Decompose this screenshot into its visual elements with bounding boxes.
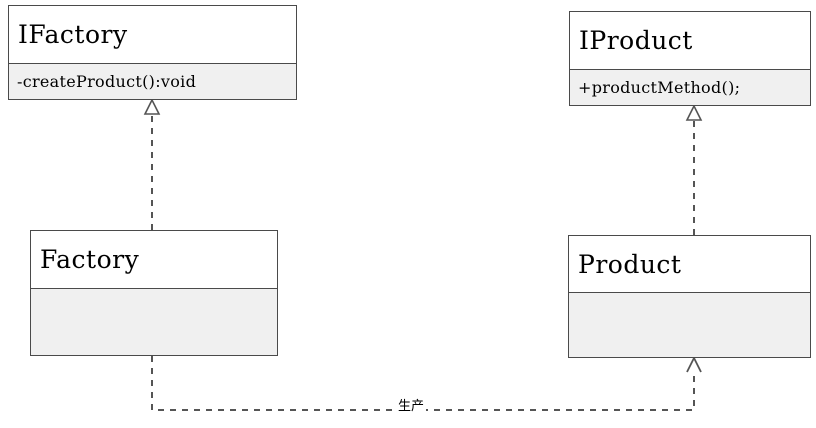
class-name-ifactory: IFactory	[9, 6, 296, 63]
open-arrowhead-icon	[686, 355, 702, 373]
class-box-ifactory[interactable]: IFactory -createProduct():void	[8, 5, 297, 100]
hollow-triangle-arrowhead-icon	[143, 98, 161, 115]
class-name-factory: Factory	[31, 231, 277, 288]
relationship-factory-realizes-ifactory[interactable]	[143, 98, 161, 230]
class-name-product: Product	[569, 236, 810, 292]
edge-label-produces: 生产	[396, 399, 427, 414]
relationship-factory-depends-product[interactable]	[151, 355, 702, 411]
class-box-factory[interactable]: Factory	[30, 230, 278, 356]
relationship-product-realizes-iproduct[interactable]	[685, 104, 703, 235]
class-box-iproduct[interactable]: IProduct +productMethod();	[569, 11, 811, 106]
class-box-product[interactable]: Product	[568, 235, 811, 358]
class-members-ifactory: -createProduct():void	[9, 63, 296, 99]
class-member: +productMethod();	[578, 77, 741, 97]
class-members-product	[569, 292, 810, 357]
class-members-iproduct: +productMethod();	[570, 69, 810, 105]
class-member: -createProduct():void	[17, 71, 197, 91]
class-name-iproduct: IProduct	[570, 12, 810, 69]
hollow-triangle-arrowhead-icon	[685, 104, 703, 121]
class-members-factory	[31, 288, 277, 355]
